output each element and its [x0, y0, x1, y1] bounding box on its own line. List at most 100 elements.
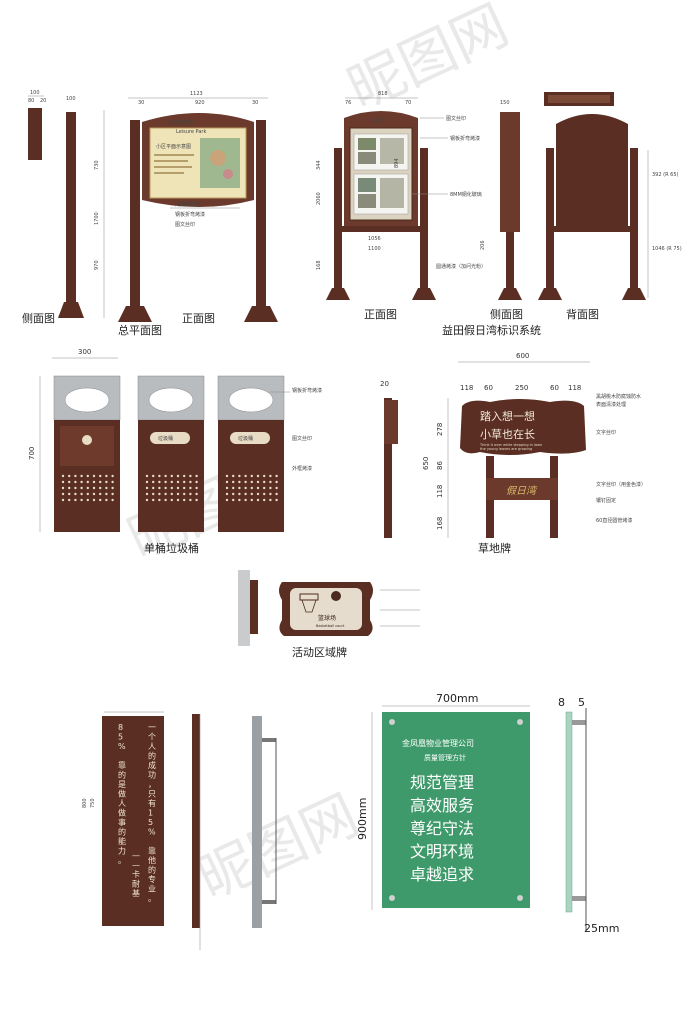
- lawn-logo-plate: [486, 478, 558, 500]
- glass-line-5: 卓越追求: [410, 865, 474, 884]
- dim-1046: 1046 (R 75): [652, 246, 682, 252]
- dim-206: 206: [480, 240, 486, 250]
- dim-lawn-278: 278: [436, 423, 444, 436]
- glass-side: [565, 711, 573, 913]
- bin-3-label: 垃圾桶: [238, 435, 253, 442]
- dim-1056: 1056: [368, 236, 381, 242]
- section-bulletin: 818 76 70 344 2060 168 公告栏 1056 1100 894…: [316, 91, 682, 337]
- dim-w-750: 750: [90, 798, 96, 808]
- dim-30b: 30: [252, 100, 258, 106]
- basketball-hoop-icon: [299, 593, 319, 601]
- dim-1700: 1700: [94, 212, 100, 225]
- dim-392: 392 (R 65): [652, 172, 679, 178]
- side-profile-block: [28, 108, 42, 160]
- back-panel: [556, 114, 628, 228]
- caption-lawn: 草地牌: [478, 541, 511, 555]
- caption-plan: 总平面图: [118, 323, 162, 337]
- dim-30a: 30: [138, 100, 144, 106]
- board-title: 益田假日湾: [168, 119, 193, 126]
- bin-2: 垃圾桶: [137, 375, 205, 532]
- dim-lawn-118c: 118: [436, 485, 444, 498]
- dim-lawn-20: 20: [380, 380, 389, 388]
- section-activity-sign: 篮球场 Basketball court 活动区域牌: [238, 570, 420, 659]
- dim-80: 80: [28, 98, 34, 104]
- note-s1-1: 内侧腰梁漆: [175, 201, 200, 208]
- caption-system-title: 益田假日湾标识系统: [442, 323, 541, 337]
- lawn-side-post: [384, 398, 392, 538]
- note-lawn-1: 黑胡桃木防腐蚀防水: [596, 393, 641, 400]
- lawn-en-1: Think it over while stepping in lawn: [479, 443, 542, 447]
- dim-glass-25: 25mm: [584, 922, 619, 935]
- board-map-label: 小区平面示意图: [156, 143, 191, 150]
- dim-100b: 100: [66, 96, 76, 102]
- dim-lawn-118b: 118: [568, 384, 581, 392]
- dim-lawn-600: 600: [516, 352, 529, 360]
- note-bin-2: 图文丝印: [292, 435, 312, 442]
- dim-lawn-250: 250: [515, 384, 528, 392]
- glass-line-4: 文明环境: [410, 842, 474, 861]
- caption-front-1: 正面图: [182, 312, 215, 325]
- dim-lawn-86: 86: [436, 461, 444, 470]
- basketball-icon: [331, 591, 341, 601]
- dim-lawn-60b: 60: [550, 384, 559, 392]
- lawn-en-2: the young leaves are growing: [480, 447, 532, 451]
- bin-1: [53, 375, 121, 532]
- dim-glass-900: 900mm: [356, 798, 369, 840]
- note-s1-3: 图文丝印: [175, 221, 195, 228]
- glass-line-3: 尊纪守法: [410, 819, 474, 838]
- lawn-board: [460, 399, 586, 455]
- activity-panel: [290, 588, 362, 630]
- caption-bin: 单桶垃圾桶: [144, 541, 199, 555]
- dim-bin-300: 300: [78, 348, 91, 356]
- caption-activity: 活动区域牌: [292, 645, 347, 659]
- dim-lawn-650: 650: [422, 457, 430, 470]
- note-s2-1: 图文丝印: [446, 115, 466, 122]
- bulletin-side: [500, 112, 520, 232]
- left-post: [130, 120, 140, 308]
- glass-line-2: 高效服务: [410, 796, 474, 815]
- caption-front-2: 正面图: [364, 308, 397, 321]
- side-post: [66, 112, 76, 302]
- glass-company: 金凤凰物业管理公司: [402, 738, 474, 748]
- dim-lawn-168: 168: [436, 517, 444, 530]
- activity-en: Basketball court: [316, 624, 345, 628]
- dim-344: 344: [316, 160, 322, 170]
- glass-subtitle: 质量管理方针: [424, 753, 466, 762]
- note-bin-1: 钢板折弯烤漆: [292, 387, 322, 394]
- dim-glass-8: 8: [558, 696, 565, 709]
- section-lawn-sign: 20 600 118 60 250 60 118 278 650 86 118 …: [380, 352, 646, 555]
- dim-970: 970: [94, 260, 100, 270]
- note-lawn-2: 表面清漆处理: [596, 401, 626, 408]
- dim-76: 76: [345, 100, 351, 106]
- note-s2-2: 钢板折弯烤漆: [450, 135, 480, 142]
- dim-2060: 2060: [316, 192, 322, 205]
- watermark-3: 昵图网: [188, 783, 368, 913]
- caption-side-2: 侧面图: [490, 308, 523, 321]
- note-lawn-4: 文字丝印（用金色漆）: [596, 481, 646, 488]
- glass-line-1: 规范管理: [410, 773, 474, 792]
- dim-894: 894: [394, 158, 400, 168]
- bulletin-title: 公告栏: [370, 117, 385, 124]
- note-s1-2: 钢板折弯烤漆: [175, 211, 205, 218]
- caption-back-2: 背面图: [566, 307, 599, 321]
- wood-plaque: [102, 716, 164, 926]
- plaque-column: ——卡耐基: [132, 851, 140, 898]
- dim-bin-700: 700: [28, 447, 36, 460]
- dim-lawn-60a: 60: [484, 384, 493, 392]
- dim-w-800: 800: [82, 798, 88, 808]
- dim-1100: 1100: [368, 246, 381, 252]
- glass-panel: [382, 712, 530, 908]
- dim-920: 920: [195, 100, 205, 106]
- note-s2-4: 圆通烤漆（加问光粉）: [436, 263, 486, 270]
- right-post: [256, 120, 266, 308]
- caption-side-1: 侧面图: [22, 312, 55, 325]
- dim-lawn-118a: 118: [460, 384, 473, 392]
- note-lawn-3: 文字丝印: [596, 429, 616, 436]
- note-bin-3: 外框烤漆: [292, 465, 312, 472]
- metal-side: [252, 716, 262, 928]
- bin-3: 垃圾桶: [217, 375, 285, 532]
- dim-150: 150: [500, 100, 510, 106]
